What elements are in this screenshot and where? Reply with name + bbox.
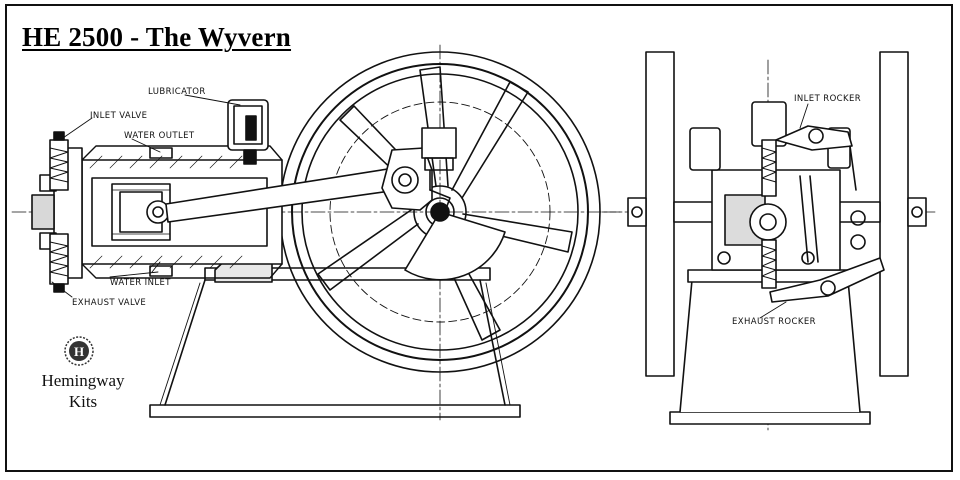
right-flywheel-rim (879, 51, 909, 377)
label-water-inlet: WATER INLET (110, 278, 171, 288)
side-elevation (11, 44, 621, 421)
brand-line-2: Kits (68, 392, 98, 411)
lubricator (227, 99, 269, 165)
connecting-rod (165, 127, 457, 223)
hemingway-logo-icon: H (64, 336, 94, 366)
label-exhaust-rocker: EXHAUST ROCKER (732, 317, 816, 327)
page-title: HE 2500 - The Wyvern (22, 22, 292, 52)
end-elevation (601, 51, 936, 431)
leader-lines (51, 94, 241, 298)
label-inlet-valve: INLET VALVE (90, 111, 147, 121)
label-exhaust-valve: EXHAUST VALVE (72, 298, 146, 308)
brand-name: Hemingway Kits (24, 370, 142, 412)
label-water-outlet: WATER OUTLET (124, 131, 195, 141)
svg-text:H: H (74, 344, 84, 359)
brand-line-1: Hemingway (41, 371, 125, 390)
label-lubricator: LUBRICATOR (148, 87, 206, 97)
label-inlet-rocker: INLET ROCKER (794, 94, 861, 104)
engine-base (149, 267, 521, 418)
left-flywheel-rim (645, 51, 675, 377)
cylinder-head (31, 131, 83, 293)
